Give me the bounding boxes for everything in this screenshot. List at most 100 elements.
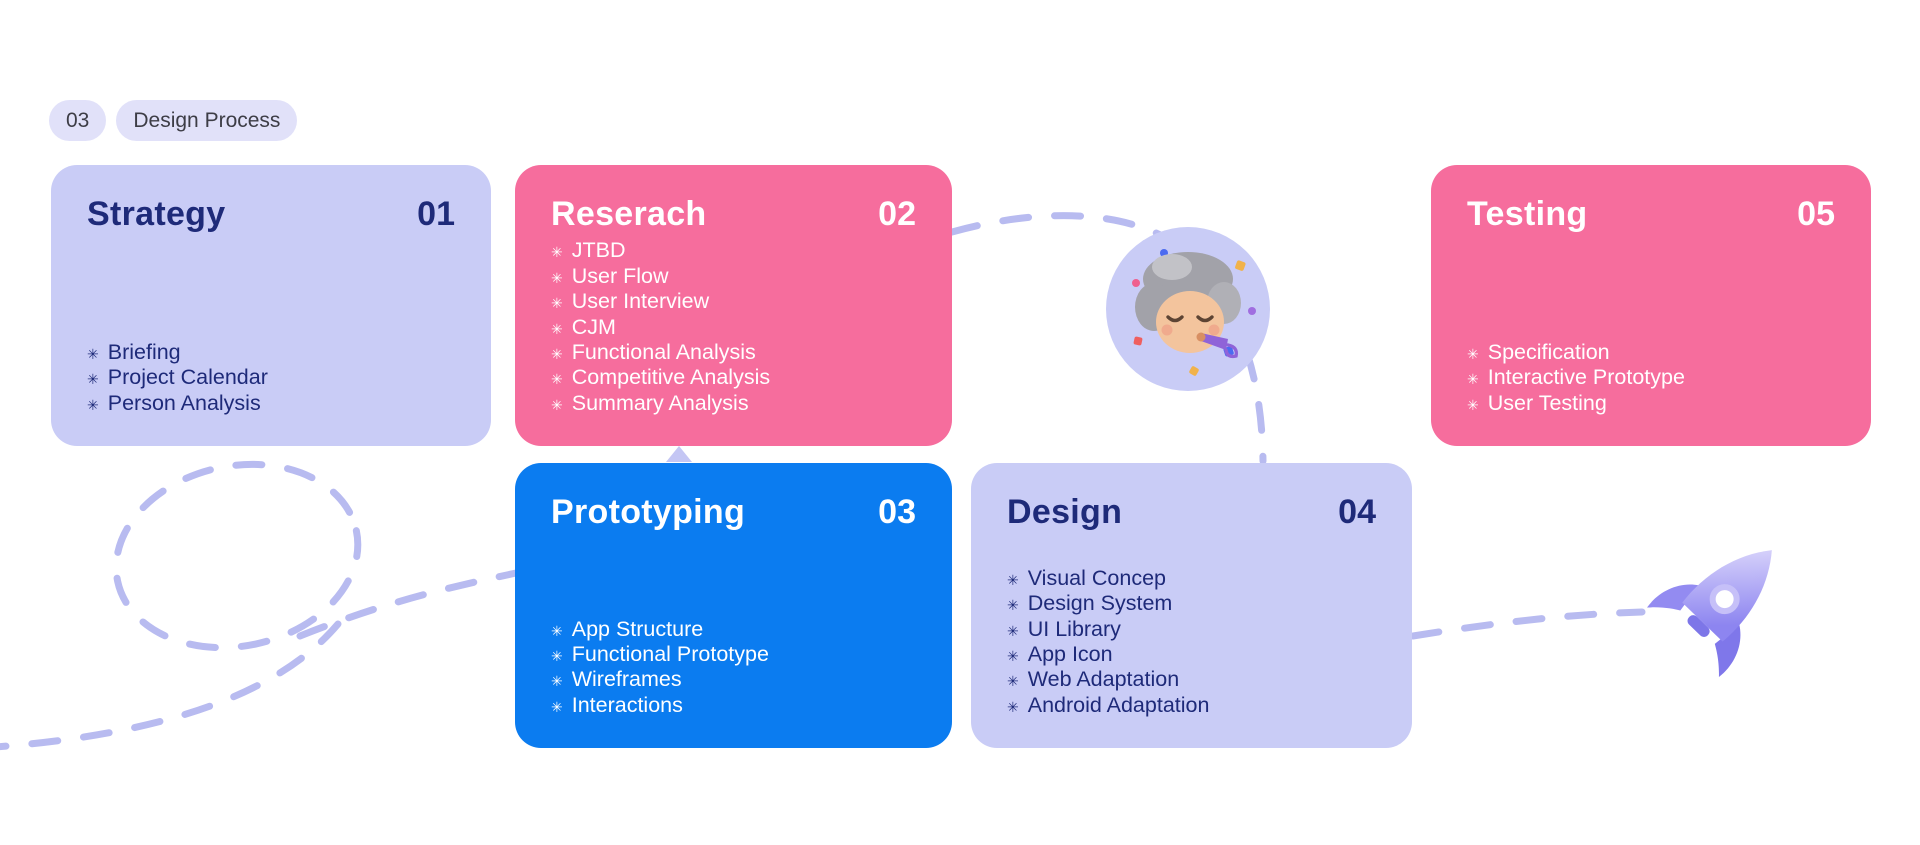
card-strategy: Strategy 01 ✳Briefing ✳Project Calendar … bbox=[51, 165, 491, 446]
section-title-badge: Design Process bbox=[116, 100, 298, 142]
card-number: 05 bbox=[1797, 195, 1835, 233]
asterisk-bullet-icon: ✳ bbox=[551, 698, 563, 715]
list-item-label: User Interview bbox=[571, 289, 710, 314]
card-number: 04 bbox=[1338, 493, 1376, 531]
list-item: ✳ Summary Analysis bbox=[551, 391, 916, 416]
asterisk-bullet-icon: ✳ bbox=[551, 295, 563, 312]
card-number: 02 bbox=[878, 195, 916, 233]
list-item-label: CJM bbox=[571, 314, 616, 339]
asterisk-bullet-icon: ✳ bbox=[551, 396, 563, 413]
asterisk-bullet-icon: ✳ bbox=[1467, 396, 1479, 413]
list-item: ✳ Wireframes bbox=[551, 667, 916, 692]
asterisk-bullet-icon: ✳ bbox=[551, 320, 563, 337]
asterisk-bullet-icon: ✳ bbox=[87, 396, 99, 413]
card-items: ✳ JTBD ✳ User Flow ✳ User Interview ✳ CJM ✳ F… bbox=[551, 238, 916, 416]
card-prototyping: Prototyping 03 ✳ App Structure ✳ Functiona… bbox=[515, 463, 952, 748]
list-item: ✳ App Icon bbox=[1007, 642, 1376, 667]
list-item-label: Android Adaptation bbox=[1027, 692, 1210, 717]
card-header: Reserach 02 bbox=[551, 195, 916, 234]
list-item: ✳ Functional Prototype bbox=[551, 642, 916, 667]
list-item-label: User Testing bbox=[1487, 390, 1607, 415]
asterisk-bullet-icon: ✳ bbox=[1007, 673, 1019, 690]
list-item: ✳ Web Adaptation bbox=[1007, 667, 1376, 692]
asterisk-bullet-icon: ✳ bbox=[1007, 622, 1019, 639]
asterisk-bullet-icon: ✳ bbox=[551, 622, 563, 639]
asterisk-bullet-icon: ✳ bbox=[1007, 647, 1019, 664]
list-item-label: Visual Concep bbox=[1027, 565, 1166, 590]
card-title: Testing bbox=[1467, 195, 1588, 233]
card-items: ✳ Specification ✳ Interactive Prototype ✳ U… bbox=[1467, 340, 1835, 416]
list-item: ✳ Design System bbox=[1007, 591, 1376, 616]
card-title: Prototyping bbox=[551, 493, 746, 531]
list-item-label: Interactions bbox=[571, 692, 683, 717]
asterisk-bullet-icon: ✳ bbox=[1007, 571, 1019, 588]
dashed-path-loop-to-prototyping bbox=[296, 569, 520, 640]
card-title: Strategy bbox=[87, 195, 226, 233]
list-item-label: UI Library bbox=[1027, 616, 1121, 641]
asterisk-bullet-icon: ✳ bbox=[551, 371, 563, 388]
list-item-label: Interactive Prototype bbox=[1487, 365, 1685, 390]
asterisk-bullet-icon: ✳ bbox=[1007, 597, 1019, 614]
list-item: ✳ Competitive Analysis bbox=[551, 365, 916, 390]
card-design: Design 04 ✳Visual Concep ✳Design System … bbox=[971, 463, 1412, 748]
list-item: ✳ CJM bbox=[551, 315, 916, 340]
card-header: Strategy 01 bbox=[87, 195, 455, 234]
asterisk-bullet-icon: ✳ bbox=[1467, 371, 1479, 388]
celebration-avatar bbox=[1106, 227, 1270, 391]
list-item-label: Competitive Analysis bbox=[571, 365, 771, 390]
dashed-loop bbox=[112, 460, 362, 652]
celebration-memoji-icon bbox=[1132, 249, 1256, 376]
asterisk-bullet-icon: ✳ bbox=[551, 244, 563, 261]
asterisk-bullet-icon: ✳ bbox=[87, 345, 99, 362]
list-item-label: Project Calendar bbox=[107, 365, 268, 390]
list-item-label: Briefing bbox=[107, 339, 181, 364]
dashed-path-loop-tail bbox=[0, 620, 342, 751]
list-item-label: User Flow bbox=[571, 263, 669, 288]
list-item-label: Functional Analysis bbox=[571, 339, 756, 364]
list-item-label: Design System bbox=[1027, 591, 1173, 616]
card-items: ✳ Visual Concep ✳ Design System ✳ UI Librar… bbox=[1007, 566, 1376, 718]
list-item: ✳ Interactive Prototype bbox=[1467, 365, 1835, 390]
list-item-label: Specification bbox=[1487, 339, 1610, 364]
asterisk-bullet-icon: ✳ bbox=[551, 647, 563, 664]
card-items: ✳Briefing ✳Project Calendar ✳Person Anal… bbox=[87, 340, 455, 416]
asterisk-bullet-icon: ✳ bbox=[551, 269, 563, 286]
list-item: ✳ User Interview bbox=[551, 289, 916, 314]
connector-notch bbox=[666, 446, 692, 462]
list-item: ✳ Android Adaptation bbox=[1007, 693, 1376, 718]
list-item-label: App Icon bbox=[1027, 641, 1113, 666]
list-item: ✳ Functional Analysis bbox=[551, 340, 916, 365]
list-item-label: Wireframes bbox=[571, 667, 682, 692]
list-item: ✳ UI Library bbox=[1007, 617, 1376, 642]
asterisk-bullet-icon: ✳ bbox=[1467, 345, 1479, 362]
list-item: ✳ User Testing bbox=[1467, 391, 1835, 416]
card-number: 03 bbox=[878, 493, 916, 531]
card-header: Prototyping 03 bbox=[551, 493, 916, 532]
list-item-label: Web Adaptation bbox=[1027, 667, 1180, 692]
step-number-badge: 03 bbox=[49, 100, 107, 142]
list-item: ✳ Specification bbox=[1467, 340, 1835, 365]
list-item-label: Functional Prototype bbox=[571, 641, 769, 666]
list-item-label: App Structure bbox=[571, 616, 704, 641]
list-item: ✳ JTBD bbox=[551, 238, 916, 263]
list-item-label: JTBD bbox=[571, 238, 626, 263]
asterisk-bullet-icon: ✳ bbox=[551, 673, 563, 690]
list-item: ✳ Briefing bbox=[87, 340, 455, 365]
dashed-path-design-to-rocket bbox=[1409, 608, 1646, 640]
card-header: Testing 05 bbox=[1467, 195, 1835, 234]
asterisk-bullet-icon: ✳ bbox=[1007, 698, 1019, 715]
list-item: ✳ User Flow bbox=[551, 264, 916, 289]
asterisk-bullet-icon: ✳ bbox=[87, 371, 99, 388]
list-item: ✳ App Structure bbox=[551, 617, 916, 642]
list-item: ✳ Project Calendar bbox=[87, 365, 455, 390]
list-item-label: Summary Analysis bbox=[571, 390, 749, 415]
asterisk-bullet-icon: ✳ bbox=[551, 345, 563, 362]
list-item: ✳ Visual Concep bbox=[1007, 566, 1376, 591]
card-testing: Testing 05 ✳ Specification ✳ Interactive P… bbox=[1431, 165, 1871, 446]
rocket-icon bbox=[1612, 512, 1822, 707]
card-items: ✳ App Structure ✳ Functional Prototype ✳ Wi… bbox=[551, 617, 916, 718]
breadcrumb: 03 Design Process bbox=[49, 100, 298, 142]
card-number: 01 bbox=[417, 195, 455, 233]
card-research: Reserach 02 ✳ JTBD ✳ User Flow ✳ User Inter… bbox=[515, 165, 952, 446]
